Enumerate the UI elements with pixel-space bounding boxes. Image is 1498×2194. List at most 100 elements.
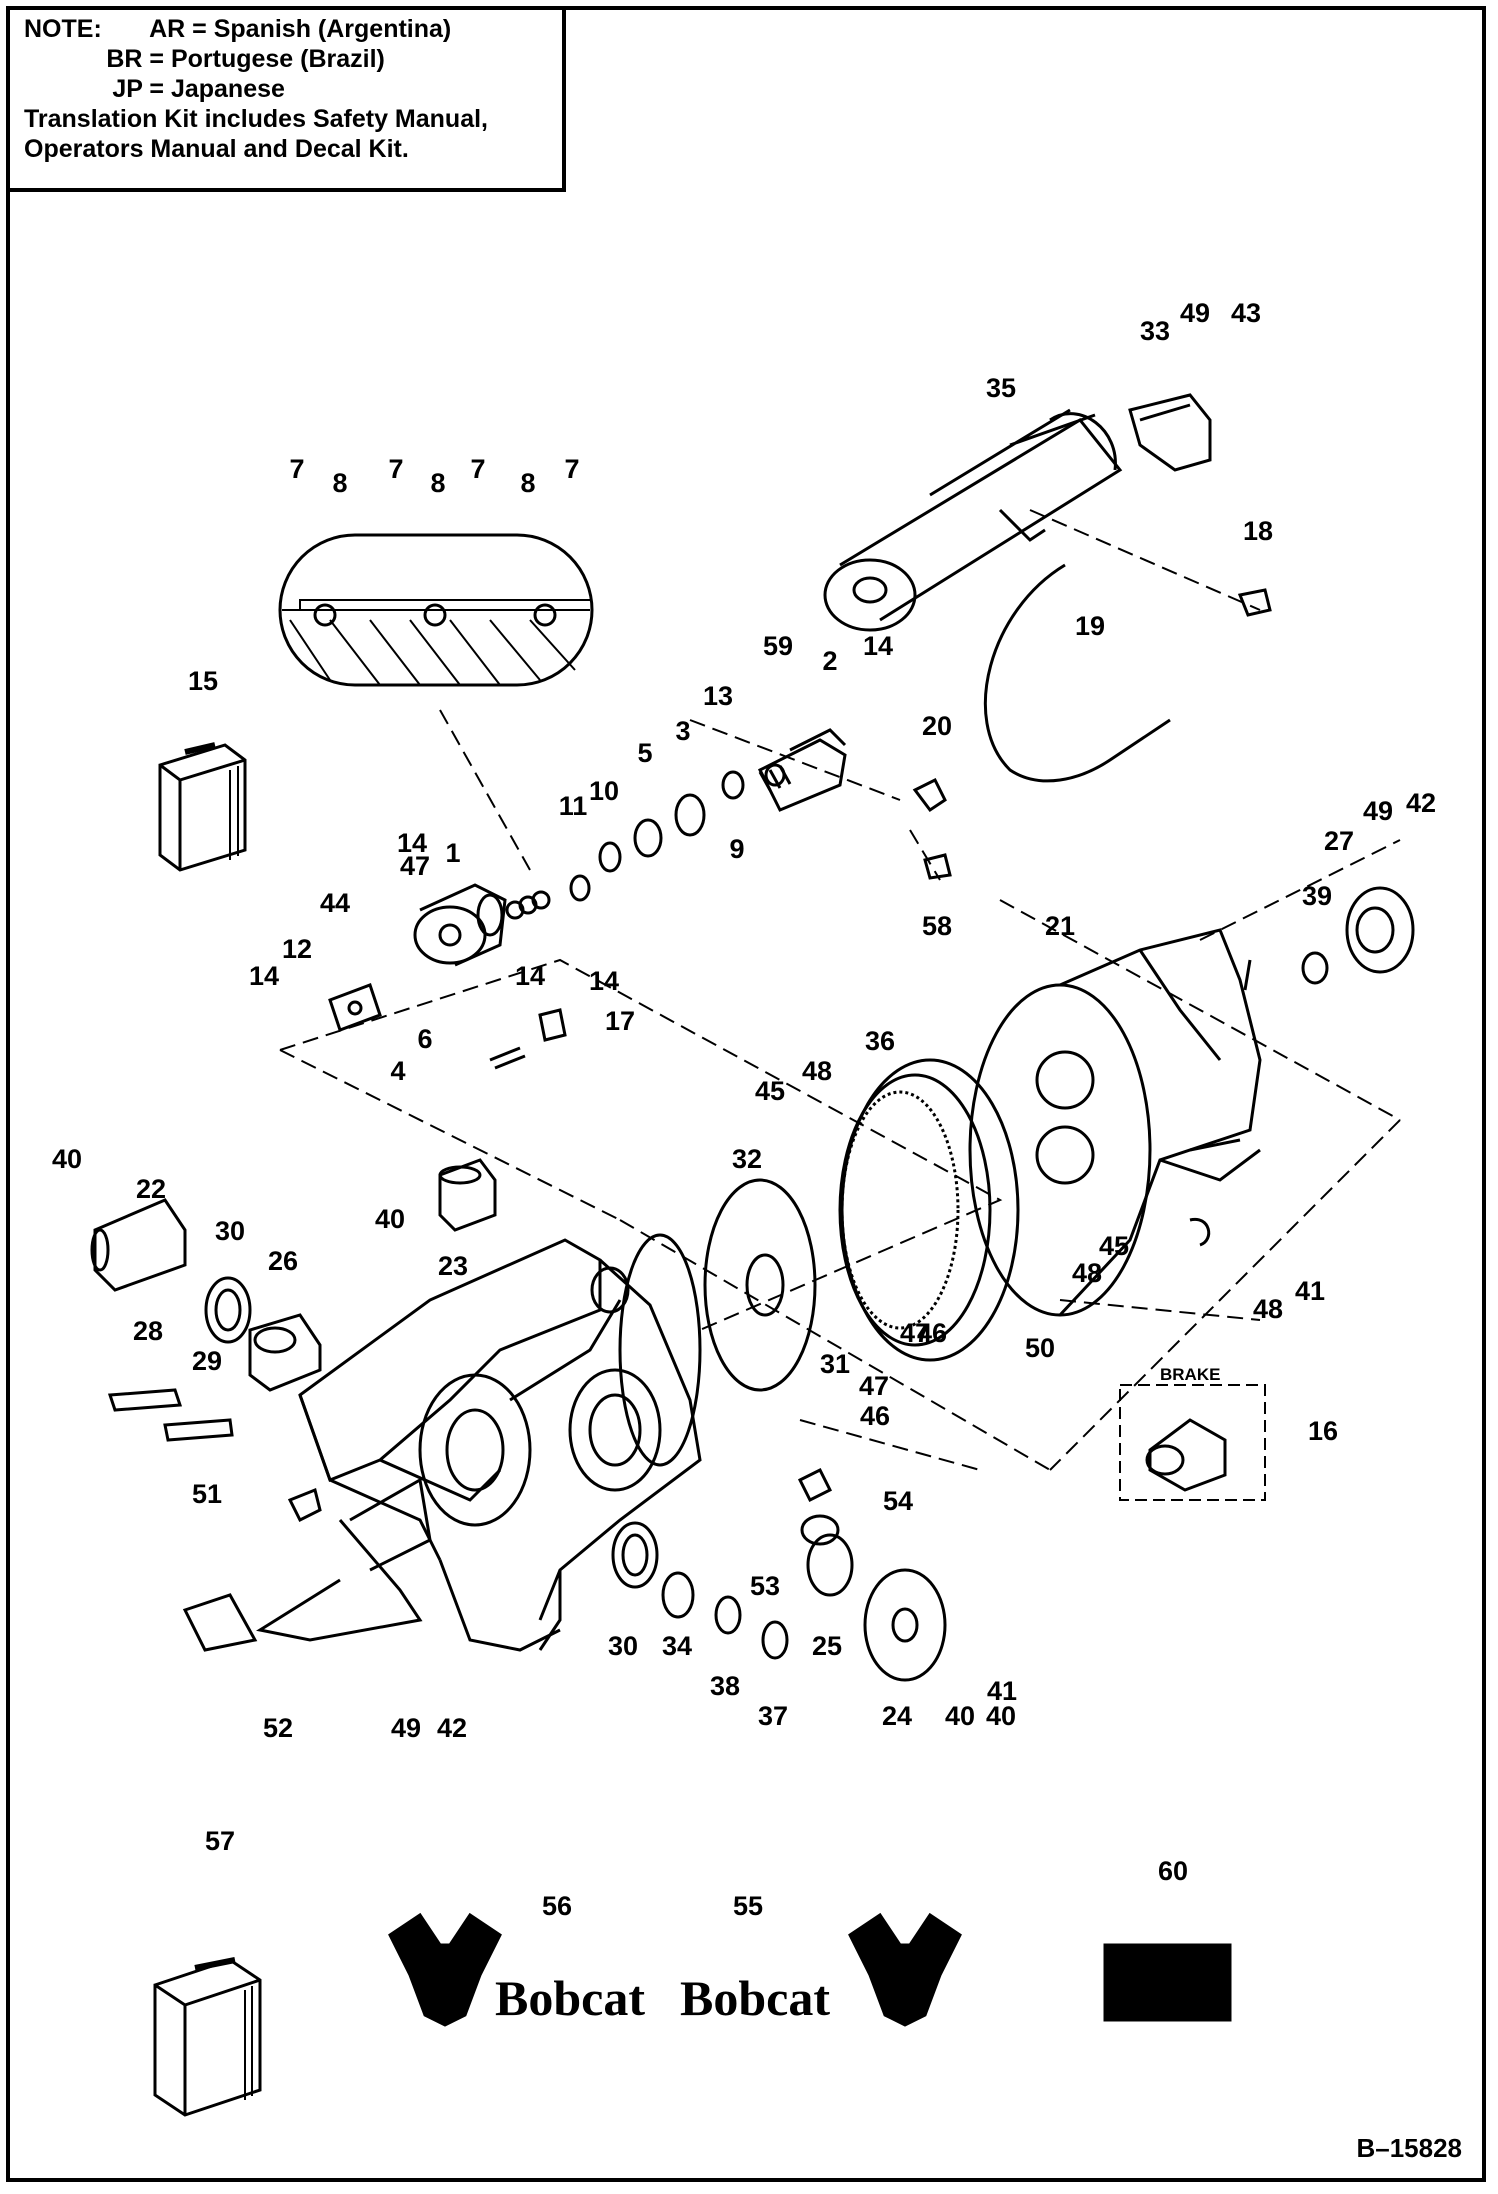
callout-7: 7 [470,454,485,484]
callout-19: 19 [1075,611,1105,641]
callout-15: 15 [188,666,218,696]
callout-5: 5 [637,738,652,768]
callout-55: 55 [733,1891,763,1921]
part-17-fitting [489,1008,567,1070]
callout-37: 37 [758,1701,788,1731]
brake-label: BRAKE [1160,1365,1220,1384]
callout-49: 49 [391,1713,421,1743]
callout-27: 27 [1324,826,1354,856]
part-52-wear-plate [182,1593,258,1652]
callout-48: 48 [1072,1258,1102,1288]
part-32-plate [703,1178,817,1392]
callout-56: 56 [542,1891,572,1921]
callout-48: 48 [802,1056,832,1086]
callout-14: 14 [397,828,427,858]
drawing-border [6,6,1486,2182]
seal-detail-oval [278,533,594,687]
callout-33: 33 [1140,316,1170,346]
callout-18: 18 [1243,516,1273,546]
callout-60: 60 [1158,1856,1188,1886]
part-30-seal [204,1276,659,1589]
callout-40: 40 [375,1204,405,1234]
part-21-winch-drum [968,928,1262,1317]
part-1-motor-housing [413,883,507,967]
callout-16: 16 [1308,1416,1338,1446]
callout-53: 53 [750,1571,780,1601]
callout-26: 26 [268,1246,298,1276]
bobcat-logo-right [848,1912,962,2027]
callout-46: 46 [917,1318,947,1348]
callout-38: 38 [710,1671,740,1701]
callout-4: 4 [390,1056,405,1086]
part-27-cover [1301,886,1415,985]
callout-58: 58 [922,911,952,941]
note-kit-line-2: Operators Manual and Decal Kit. [24,135,409,163]
note-language-jp: Japanese [170,75,285,103]
callout-49: 49 [1363,796,1393,826]
callout-10: 10 [589,776,619,806]
bobcat-decal-55: Bobcat [680,1970,830,2026]
parts-24-25-34-37-38 [661,1467,947,1682]
brake-detail-box [1119,1384,1266,1501]
callout-39: 39 [1302,881,1332,911]
callout-14: 14 [249,961,279,991]
callout-30: 30 [608,1631,638,1661]
callout-42: 42 [437,1713,467,1743]
note-code-jp: JP = [112,75,164,103]
note-kit-line-1: Translation Kit includes Safety Manual, [24,105,488,133]
callout-24: 24 [882,1701,912,1731]
callout-8: 8 [332,468,347,498]
callout-45: 45 [1099,1231,1129,1261]
callout-40: 40 [52,1144,82,1174]
callout-25: 25 [812,1631,842,1661]
callout-29: 29 [192,1346,222,1376]
callout-31: 31 [820,1349,850,1379]
callout-2: 2 [822,646,837,676]
bobcat-decal-56: Bobcat [495,1970,645,2026]
note-code-ar: AR = [149,15,207,43]
callout-14: 14 [589,966,619,996]
part-51-wear-pad [287,1487,322,1523]
part-33-bracket [1128,393,1212,472]
callout-47: 47 [900,1318,930,1348]
callout-48: 48 [1253,1294,1283,1324]
drawing-number: B–15828 [1356,2133,1462,2163]
part-6-spacer [328,983,382,1032]
translation-note-box: NOTE:AR = Spanish (Argentina) BR = Portu… [10,10,566,192]
assembly-lines [279,509,1401,1471]
callout-14: 14 [863,631,893,661]
callout-57: 57 [205,1826,235,1856]
note-prefix: NOTE: [24,15,102,43]
callout-17: 17 [605,1006,635,1036]
callout-34: 34 [662,1631,692,1661]
callout-54: 54 [883,1486,913,1516]
callout-49: 49 [1180,298,1210,328]
callout-9: 9 [729,834,744,864]
part-2-valve [757,728,847,812]
part-28-29-plates [107,1388,234,1442]
callout-7: 7 [388,454,403,484]
part-36-ring-gear [838,1058,1020,1362]
callout-8: 8 [430,468,445,498]
callout-36: 36 [865,1026,895,1056]
callout-14: 14 [515,961,545,991]
part-20-elbow [912,777,952,880]
callout-12: 12 [282,934,312,964]
callout-30: 30 [215,1216,245,1246]
callout-59: 59 [763,631,793,661]
callout-32: 32 [732,1144,762,1174]
callout-45: 45 [755,1076,785,1106]
callout-42: 42 [1406,788,1436,818]
callout-51: 51 [192,1479,222,1509]
callout-41: 41 [987,1676,1017,1706]
brand-text: Bobcat Bobcat [495,1970,830,2026]
callout-13: 13 [703,681,733,711]
callout-20: 20 [922,711,952,741]
callout-35: 35 [986,373,1016,403]
main-frame-body [256,1233,702,1652]
bobcat-logo-left [388,1912,502,2027]
part-35-hydraulic-cylinder [823,408,1123,632]
callout-43: 43 [1231,298,1261,328]
callout-50: 50 [1025,1333,1055,1363]
